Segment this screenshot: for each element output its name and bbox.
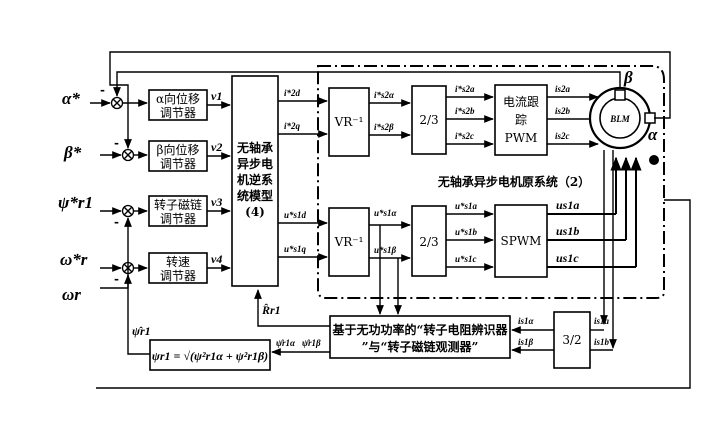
rotor-flux-regulator <box>148 195 208 227</box>
beta-ref-label: β* <box>63 143 82 162</box>
transform-23-voltage <box>411 205 447 277</box>
transform-32 <box>553 311 591 369</box>
pwm-line3: PWM <box>505 131 538 145</box>
sum-junction-flux <box>121 204 135 218</box>
u1d-label: u*s1d <box>284 210 307 220</box>
reg2-line1: β向位移 <box>157 142 200 157</box>
us1a-label: us1a <box>556 198 579 212</box>
bearingless-motor <box>588 80 659 165</box>
is1beta-label: is1β <box>518 337 534 347</box>
speed-fb-label: ωr <box>62 285 81 304</box>
v3-label: v3 <box>211 195 222 209</box>
psi-alpha-label: ψ̂r1α <box>276 338 296 348</box>
v1-label: v1 <box>211 89 222 103</box>
pwm-line1: 电流跟 <box>503 95 539 109</box>
v4-label: v4 <box>211 252 222 266</box>
spwm-label: SPWM <box>501 234 542 248</box>
psi-beta-label: ψ̂r1β <box>302 338 321 348</box>
motor-label: BLM <box>609 114 631 124</box>
reg1-line2: 调节器 <box>160 106 196 120</box>
v2-label: v2 <box>211 140 222 154</box>
alpha-ref-label: α* <box>62 89 80 108</box>
us1alpha-label: u*s1α <box>374 208 398 218</box>
is2b-label: is2b <box>555 106 571 116</box>
i2d-label: i*2d <box>284 88 301 98</box>
rr-hat-label: R̂r1 <box>261 303 281 317</box>
us1b-ref-label: u*s1b <box>455 227 478 237</box>
reg2-line2: 调节器 <box>160 157 196 171</box>
reg4-line2: 调节器 <box>160 269 196 283</box>
minus-speed: - <box>114 272 119 286</box>
u1q-label: u*s1q <box>284 244 307 254</box>
is2beta-label: i*s2β <box>374 122 394 132</box>
is1b-label: is1b <box>594 337 610 347</box>
is2b-ref-label: i*s2b <box>455 106 475 116</box>
flux-formula: ψr1 = √(ψ²r1α + ψ²r1β) <box>152 349 268 363</box>
us1beta-label: u*s1β <box>374 245 397 255</box>
vr-inverse-voltage <box>328 207 370 277</box>
vr-inverse-current <box>328 87 370 157</box>
motor-beta-label: β <box>623 68 633 87</box>
rotor-resistance-observer <box>329 315 511 359</box>
sum-junction-beta <box>121 148 135 162</box>
minus-flux: - <box>114 215 119 229</box>
observer-line2: ”与“转子磁链观测器” <box>362 339 479 354</box>
reg1-line1: α向位移 <box>156 91 200 106</box>
reg3-line1: 转子磁链 <box>154 197 202 212</box>
minus-beta: - <box>114 136 119 150</box>
original-system-label: 无轴承异步电机原系统（2） <box>437 174 590 189</box>
sum-junction-alpha <box>110 96 124 110</box>
original-system-boundary <box>317 65 665 299</box>
reg3-line2: 调节器 <box>160 212 196 226</box>
current-tracking-pwm <box>494 84 548 156</box>
is2c-ref-label: i*s2c <box>455 131 474 141</box>
transform-23-current <box>411 85 447 155</box>
minus-alpha: - <box>100 83 105 97</box>
us1b-label: us1b <box>556 224 579 238</box>
psi-hat-label: ψ̂r1 <box>132 324 151 338</box>
reg4-line1: 转速 <box>166 254 190 269</box>
flux-ref-label: ψ*r1 <box>58 193 93 212</box>
us1a-ref-label: u*s1a <box>455 201 478 211</box>
vr-inverse-label-2: VR⁻¹ <box>334 235 364 249</box>
speed-ref-label: ω*r <box>60 250 88 269</box>
motor-alpha-label: α <box>648 125 658 144</box>
vr-inverse-label-1: VR⁻¹ <box>334 115 364 129</box>
is2alpha-label: i*s2α <box>374 90 395 100</box>
transform-23-label-2: 2/3 <box>419 235 438 249</box>
pwm-line2: 踪 <box>515 113 527 127</box>
is2a-label: is2a <box>555 84 571 94</box>
alpha-displacement-regulator <box>148 89 208 121</box>
model-line4: 统模型 <box>237 188 273 203</box>
model-line1: 无轴承 <box>236 140 273 155</box>
us1c-ref-label: u*s1c <box>455 254 477 264</box>
flux-magnitude-block <box>149 339 271 371</box>
is2a-ref-label: i*s2a <box>455 84 475 94</box>
model-line2: 异步电 <box>237 156 273 171</box>
spwm-block <box>494 204 548 278</box>
us1c-label: us1c <box>556 251 579 265</box>
model-line3: 机逆系 <box>237 172 273 187</box>
model-line5: (4) <box>245 205 265 219</box>
transform-23-label-1: 2/3 <box>419 113 438 127</box>
is2c-label: is2c <box>555 131 570 141</box>
observer-line1: 基于无功功率的“转子电阻辨识器 <box>332 322 509 337</box>
i2q-label: i*2q <box>284 121 301 131</box>
is1alpha-label: is1α <box>518 316 535 326</box>
inverse-model-block <box>231 75 279 287</box>
is1a-label: is1a <box>594 316 610 326</box>
transform-32-label: 3/2 <box>562 333 581 347</box>
